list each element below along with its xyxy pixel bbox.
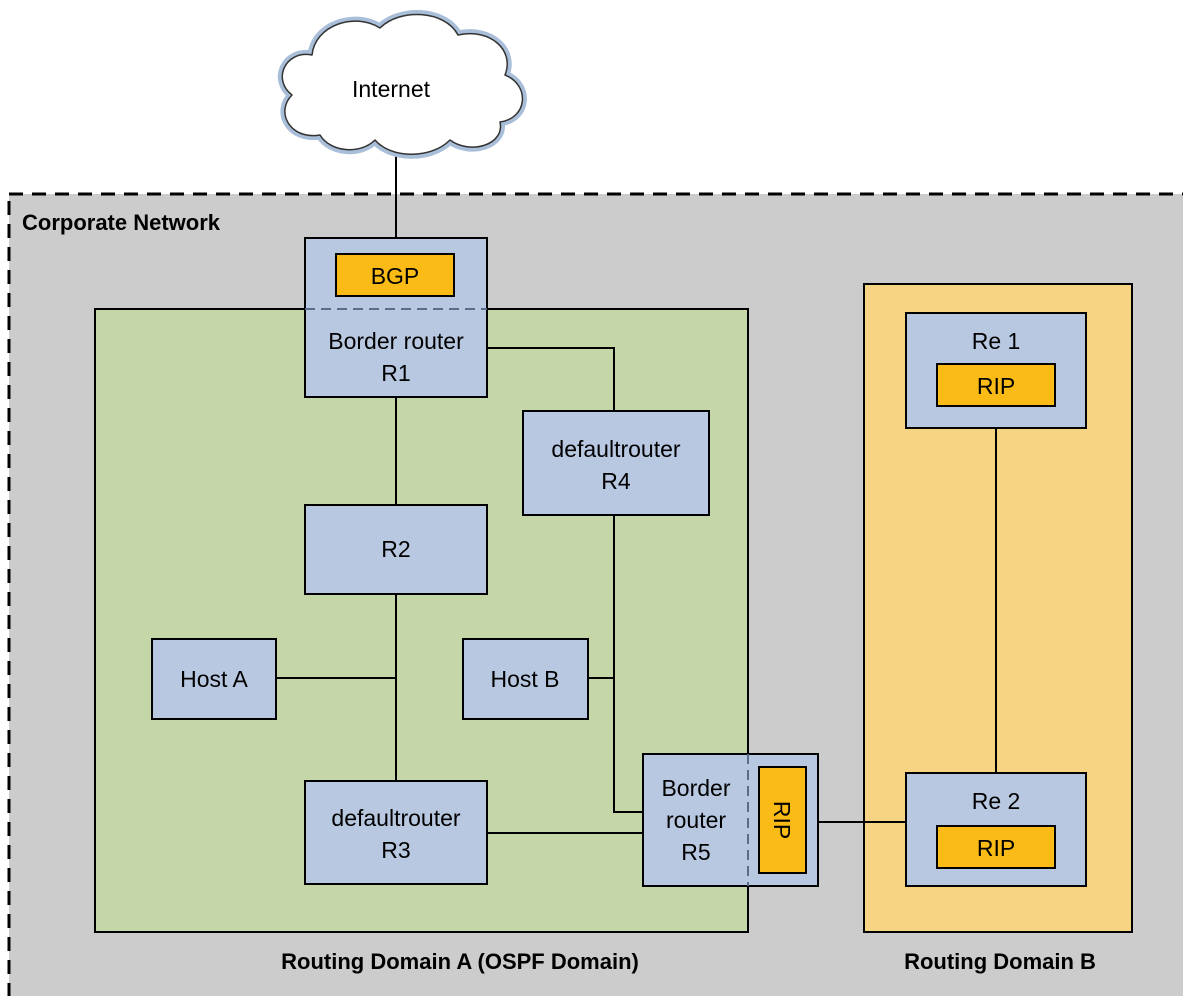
r4-line2: R4 [601, 468, 631, 494]
r2-label: R2 [381, 536, 410, 562]
link-r4-r5 [613, 515, 643, 813]
router-r3: defaultrouter R3 [304, 780, 488, 885]
bgp-label: BGP [371, 263, 420, 289]
r4-line1: defaultrouter [551, 436, 680, 462]
router-r1: BGP Border router R1 [304, 237, 488, 398]
router-r5: Border router R5 RIP [642, 753, 819, 887]
re1-label: Re 1 [972, 328, 1021, 354]
re2-label: Re 2 [972, 788, 1021, 814]
r5-line3: R5 [681, 839, 710, 865]
r5-line1: Border [661, 775, 730, 801]
links [276, 150, 997, 834]
r3-line2: R3 [381, 837, 410, 863]
r1-line2: R1 [381, 360, 410, 386]
bgp-badge [335, 253, 455, 297]
re1-rip-badge [936, 363, 1056, 407]
corporate-network-label: Corporate Network [22, 210, 221, 235]
internet-cloud: Internet [277, 9, 527, 159]
router-r4: defaultrouter R4 [522, 410, 710, 516]
r3-line1: defaultrouter [331, 805, 460, 831]
router-re2: Re 2 RIP [905, 772, 1087, 887]
r5-rip-badge [758, 766, 807, 874]
re2-rip-label: RIP [977, 835, 1015, 861]
host-a-label: Host A [180, 666, 248, 692]
domain-a-label: Routing Domain A (OSPF Domain) [281, 949, 639, 974]
router-re1: Re 1 RIP [905, 312, 1087, 429]
router-r2: R2 [304, 504, 488, 595]
host-a: Host A [151, 638, 277, 720]
re1-rip-label: RIP [977, 373, 1015, 399]
internet-label: Internet [352, 76, 431, 102]
r1-line1: Border router [328, 328, 464, 354]
r5-line2: router [666, 807, 726, 833]
re2-rip-badge [936, 825, 1056, 869]
r5-rip-label: RIP [769, 801, 795, 839]
host-b: Host B [462, 638, 589, 720]
link-r1-r4 [487, 347, 615, 411]
domain-b-label: Routing Domain B [904, 949, 1096, 974]
host-b-label: Host B [490, 666, 559, 692]
